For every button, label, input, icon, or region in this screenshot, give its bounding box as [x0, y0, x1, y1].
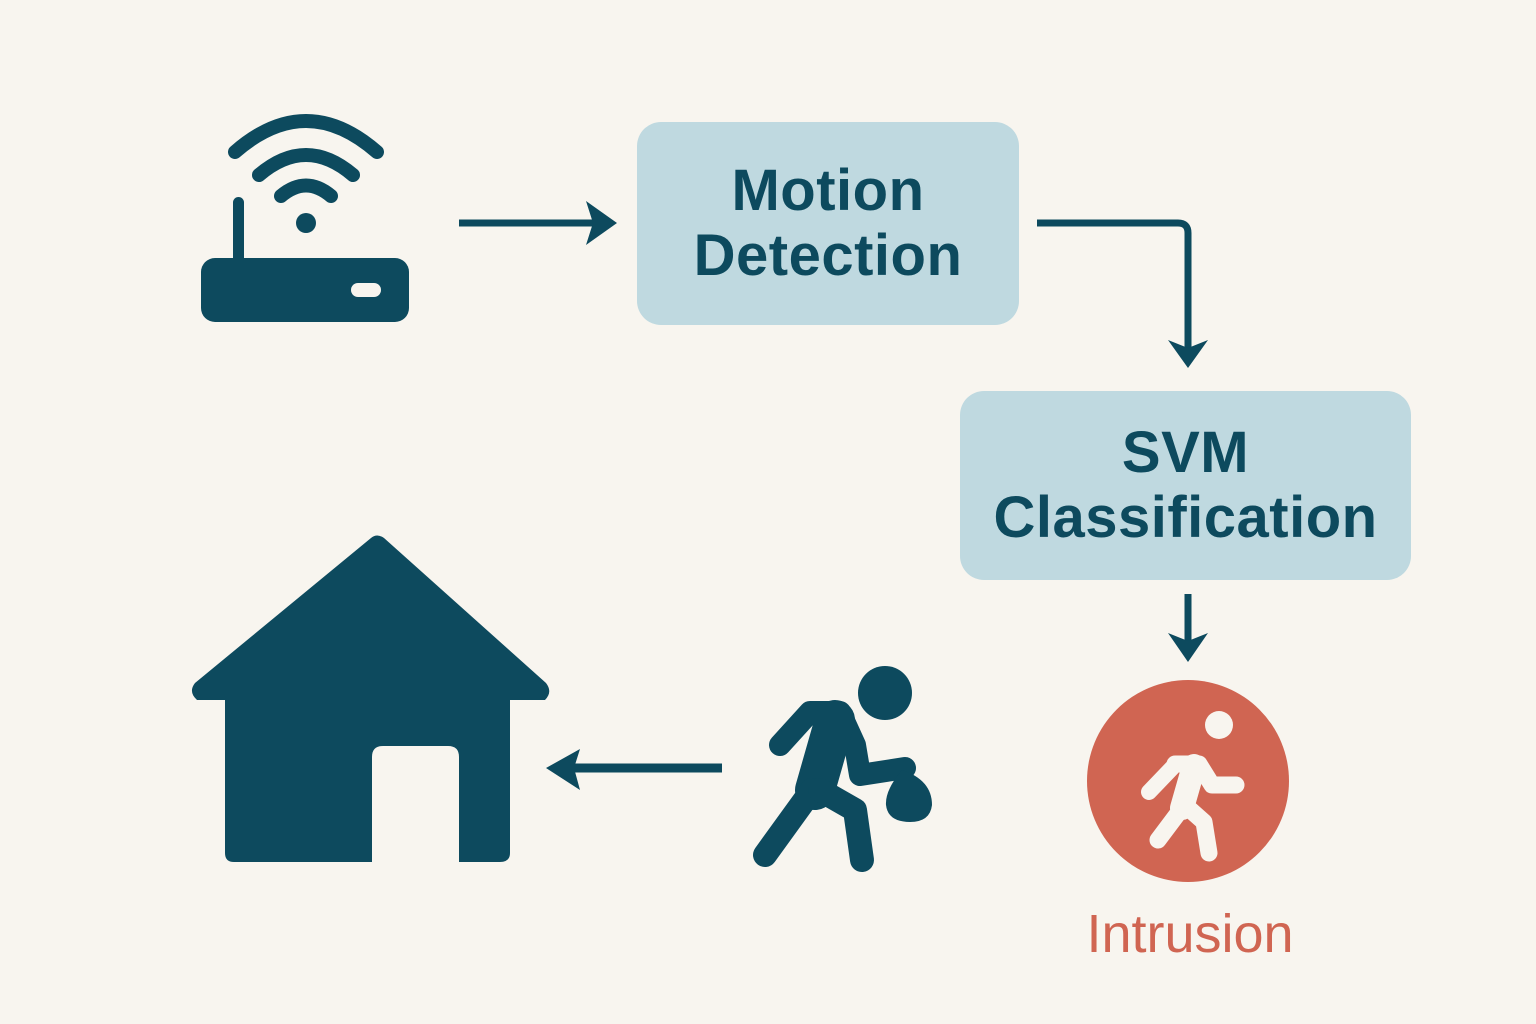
motion-detection-label-line2: Detection [693, 222, 963, 288]
house-icon [191, 535, 550, 862]
svm-label-line2: Classification [993, 484, 1378, 550]
motion-detection-box: Motion Detection [637, 122, 1019, 325]
arrow-motion-to-svm [1037, 219, 1208, 368]
intrusion-label: Intrusion [1086, 904, 1294, 964]
arrow-router-to-motion [459, 201, 617, 245]
arrow-svm-to-intrusion [1168, 594, 1208, 662]
svm-label-line1: SVM [1121, 419, 1250, 485]
burglar-with-bag-icon [753, 666, 932, 872]
svm-classification-box: SVM Classification [960, 391, 1411, 580]
running-person-icon [1087, 680, 1289, 882]
wifi-router-icon [201, 114, 409, 322]
motion-detection-label-line1: Motion [731, 157, 925, 223]
arrow-intruder-to-house [546, 749, 722, 790]
